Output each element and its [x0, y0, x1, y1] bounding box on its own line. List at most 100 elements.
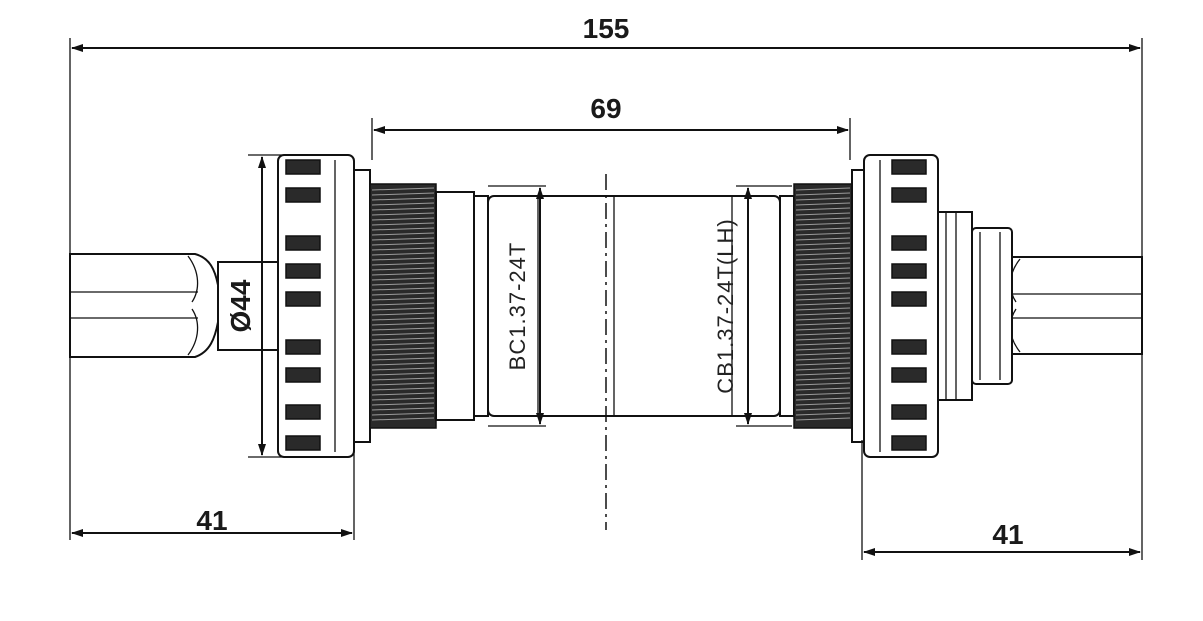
thread-line	[371, 342, 435, 346]
dimension-69-label: 69	[590, 93, 621, 124]
thread-line	[795, 252, 851, 256]
thread-line	[371, 212, 435, 216]
thread-line	[371, 287, 435, 291]
thread-line	[795, 402, 851, 406]
thread-line	[795, 367, 851, 371]
thread-label-left-hand: CB1.37-24T(LH)	[713, 218, 738, 393]
thread-line	[371, 357, 435, 361]
thread-line	[795, 212, 851, 216]
thread-line	[795, 327, 851, 331]
thread-line	[371, 217, 435, 221]
left-cup	[277, 154, 371, 458]
dimension-69: 69	[373, 93, 849, 134]
extension-lines	[69, 38, 1143, 560]
thread-line	[795, 407, 851, 411]
thread-line	[795, 302, 851, 306]
thread-line	[795, 207, 851, 211]
thread-line	[795, 282, 851, 286]
thread-line	[371, 262, 435, 266]
thread-line	[371, 237, 435, 241]
dimension-left-41-label: 41	[196, 505, 227, 536]
thread-line	[371, 202, 435, 206]
thread-line	[371, 282, 435, 286]
left-threaded-cup	[369, 183, 489, 429]
thread-line	[795, 297, 851, 301]
thread-line	[371, 367, 435, 371]
thread-line	[371, 397, 435, 401]
thread-line	[371, 352, 435, 356]
thread-line	[795, 262, 851, 266]
thread-line	[371, 272, 435, 276]
thread-line	[795, 287, 851, 291]
thread-line	[795, 202, 851, 206]
thread-line	[795, 312, 851, 316]
thread-line	[371, 347, 435, 351]
thread-line	[795, 377, 851, 381]
left-spindle-end	[69, 253, 279, 358]
thread-line	[371, 372, 435, 376]
thread-line	[795, 397, 851, 401]
thread-line	[371, 292, 435, 296]
thread-line	[371, 327, 435, 331]
thread-line	[795, 332, 851, 336]
thread-line	[371, 332, 435, 336]
thread-line	[371, 417, 435, 421]
thread-line	[371, 392, 435, 396]
thread-line	[795, 347, 851, 351]
thread-line	[795, 387, 851, 391]
thread-line	[371, 312, 435, 316]
thread-line	[371, 297, 435, 301]
thread-line	[795, 392, 851, 396]
thread-line	[371, 407, 435, 411]
thread-line	[795, 412, 851, 416]
thread-line	[371, 232, 435, 236]
dimension-diameter-44: Ø44	[225, 156, 266, 456]
thread-line	[371, 247, 435, 251]
thread-line	[371, 362, 435, 366]
thread-line	[795, 267, 851, 271]
thread-line	[371, 187, 435, 191]
thread-line	[371, 242, 435, 246]
thread-line	[795, 187, 851, 191]
thread-line	[795, 227, 851, 231]
thread-line	[795, 342, 851, 346]
thread-line	[795, 277, 851, 281]
dimension-diameter-label: Ø44	[225, 279, 256, 332]
dimension-155-label: 155	[583, 13, 630, 44]
thread-line	[371, 197, 435, 201]
thread-line	[795, 357, 851, 361]
thread-line	[795, 362, 851, 366]
thread-line	[371, 307, 435, 311]
dimension-thread-left: CB1.37-24T(LH)	[713, 187, 752, 425]
dimension-right-41: 41	[863, 519, 1141, 556]
thread-line	[371, 222, 435, 226]
thread-line	[795, 222, 851, 226]
dimension-155: 155	[71, 13, 1141, 52]
thread-line	[795, 242, 851, 246]
thread-line	[371, 377, 435, 381]
thread-label-right-hand: BC1.37-24T	[505, 242, 530, 371]
dimension-left-41: 41	[71, 505, 353, 537]
dimension-right-41-label: 41	[992, 519, 1023, 550]
thread-line	[795, 317, 851, 321]
thread-line	[371, 402, 435, 406]
thread-line	[371, 252, 435, 256]
right-bearing-stub	[937, 211, 1013, 401]
thread-line	[795, 272, 851, 276]
thread-line	[795, 232, 851, 236]
thread-line	[795, 352, 851, 356]
thread-line	[371, 412, 435, 416]
thread-line	[371, 277, 435, 281]
thread-line	[795, 217, 851, 221]
thread-line	[371, 317, 435, 321]
thread-line	[795, 307, 851, 311]
thread-line	[795, 247, 851, 251]
thread-line	[795, 322, 851, 326]
thread-line	[795, 292, 851, 296]
thread-line	[371, 227, 435, 231]
thread-line	[371, 302, 435, 306]
right-cup	[863, 154, 939, 458]
thread-line	[371, 382, 435, 386]
thread-line	[795, 382, 851, 386]
